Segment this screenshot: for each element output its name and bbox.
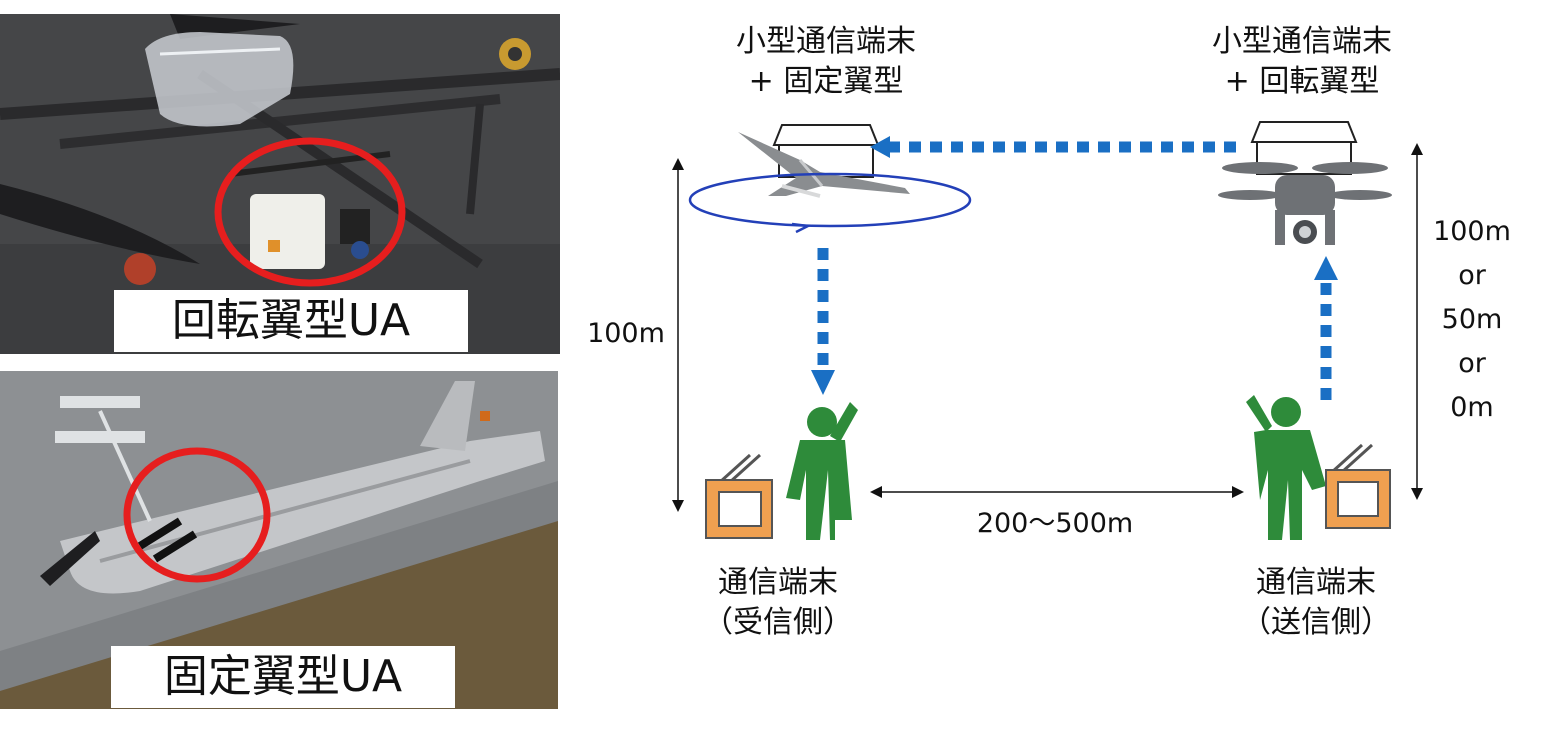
highlight-circle: [123, 447, 271, 583]
rotary-wing-label: 回転翼型UA: [114, 290, 468, 352]
downlink-signal-arrowhead: [811, 370, 835, 395]
fixed-wing-terminal-title: 小型通信端末 + 固定翼型: [696, 22, 956, 102]
right-altitude-or-2: or: [1458, 348, 1486, 379]
sender-label-line2: （送信側）: [1241, 605, 1391, 640]
horizontal-distance-label: 200〜500m: [976, 508, 1134, 539]
fixed-wing-plane-illustration: [0, 371, 558, 709]
receiver-terminal-label: 通信端末 （受信側）: [678, 563, 878, 643]
right-altitude-option-3: 0m: [1450, 392, 1494, 423]
fixed-wing-label: 固定翼型UA: [111, 646, 455, 708]
receiver-label-line2: （受信側）: [703, 605, 853, 640]
right-altitude-or-1: or: [1458, 260, 1486, 291]
receiver-person-icon: [786, 402, 858, 540]
uplink-signal-arrowhead: [1314, 256, 1338, 280]
fixed-wing-photo: 固定翼型UA: [0, 371, 558, 709]
sender-label-line1: 通信端末: [1256, 565, 1376, 600]
orbit-path: [688, 172, 972, 228]
sender-terminal-icon: [1325, 443, 1391, 529]
rotary-terminal-line2: + 回転翼型: [1224, 64, 1380, 99]
right-altitude-option-2: 50m: [1441, 304, 1503, 335]
communication-diagram: 小型通信端末 + 固定翼型 小型通信端末 + 回転翼型 通信端末 （受信側） 通…: [560, 0, 1559, 735]
fixed-wing-terminal-line1: 小型通信端末: [736, 24, 916, 59]
sender-person-icon: [1246, 395, 1326, 540]
orbit-direction-arrow: [791, 222, 813, 234]
relay-signal-arrowhead: [870, 136, 890, 158]
rotary-drone-icon: [1218, 162, 1392, 245]
highlight-circle: [214, 137, 406, 287]
fixed-wing-terminal-line2: + 固定翼型: [748, 64, 904, 99]
left-altitude-label: 100m: [587, 318, 665, 349]
sender-terminal-label: 通信端末 （送信側）: [1216, 563, 1416, 643]
receiver-label-line1: 通信端末: [718, 565, 838, 600]
receiver-terminal-icon: [705, 453, 773, 539]
rotary-terminal-title: 小型通信端末 + 回転翼型: [1172, 22, 1432, 102]
rotary-terminal-line1: 小型通信端末: [1212, 24, 1392, 59]
right-altitude-label: 100m or 50m or 0m: [1422, 210, 1522, 430]
right-altitude-option-1: 100m: [1433, 216, 1511, 247]
rotary-wing-photo: 回転翼型UA: [0, 14, 560, 354]
